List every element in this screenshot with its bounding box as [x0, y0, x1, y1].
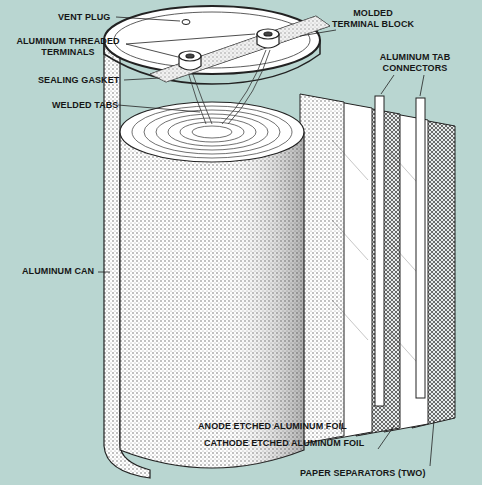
part-label: VENT PLUG	[58, 12, 138, 23]
part-label: SEALING GASKET	[38, 75, 128, 86]
part-label: ALUMINUM THREADED TERMINALS	[8, 36, 128, 58]
part-label: PAPER SEPARATORS (TWO)	[300, 468, 470, 479]
part-label: ALUMINUM TAB CONNECTORS	[370, 52, 460, 74]
part-label: WELDED TABS	[52, 100, 122, 111]
part-label: CATHODE ETCHED ALUMINUM FOIL	[204, 438, 394, 449]
part-label: ANODE ETCHED ALUMINUM FOIL	[198, 421, 378, 432]
part-label: ALUMINUM CAN	[22, 266, 102, 277]
part-label: MOLDED TERMINAL BLOCK	[330, 8, 416, 30]
